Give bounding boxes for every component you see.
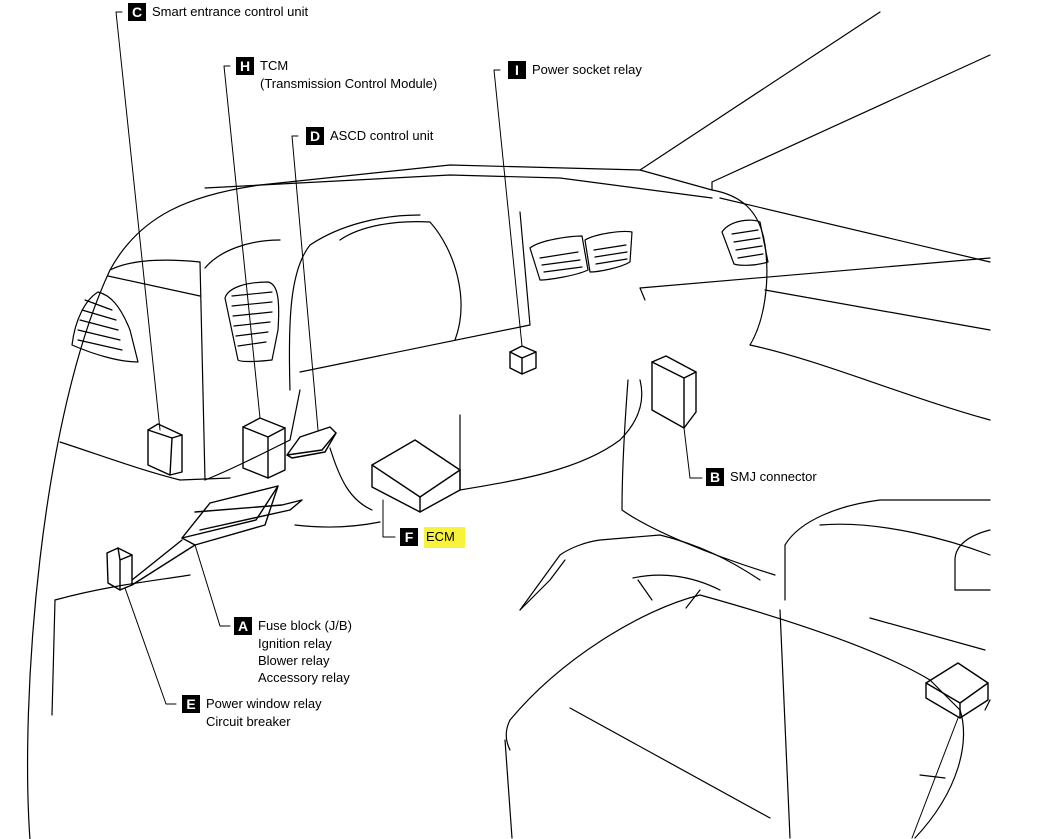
badge-d: D xyxy=(306,127,324,145)
badge-e: E xyxy=(182,695,200,713)
badge-a: A xyxy=(234,617,252,635)
windshield-outline xyxy=(639,11,991,191)
label-h-text-2: (Transmission Control Module) xyxy=(260,76,438,91)
label-c: C Smart entrance control unit xyxy=(128,3,308,21)
label-i: I Power socket relay xyxy=(508,61,642,79)
label-a-text-2: Ignition relay xyxy=(258,636,332,651)
badge-i: I xyxy=(508,61,526,79)
label-e-text-2: Circuit breaker xyxy=(206,714,291,729)
label-a: A Fuse block (J/B) Ignition relay Blower … xyxy=(234,617,352,686)
component-boxes xyxy=(106,345,989,719)
label-e-text-1: Power window relay xyxy=(206,696,322,711)
label-d-text: ASCD control unit xyxy=(330,128,434,143)
label-a-text-3: Blower relay xyxy=(258,653,330,668)
badge-b: B xyxy=(706,468,724,486)
label-a-text-4: Accessory relay xyxy=(258,670,350,685)
label-h: H TCM (Transmission Control Module) xyxy=(236,57,437,92)
label-b: B SMJ connector xyxy=(706,468,817,486)
label-f: F ECM xyxy=(400,527,465,548)
label-i-text: Power socket relay xyxy=(532,62,642,77)
console-outline xyxy=(504,379,991,839)
label-b-text: SMJ connector xyxy=(730,469,817,484)
label-d: D ASCD control unit xyxy=(306,127,433,145)
badge-c: C xyxy=(128,3,146,21)
badge-f: F xyxy=(400,528,418,546)
leader-lines xyxy=(115,11,959,839)
label-h-text-1: TCM xyxy=(260,58,289,73)
badge-h: H xyxy=(236,57,254,75)
label-f-text: ECM xyxy=(424,527,465,548)
label-c-text: Smart entrance control unit xyxy=(152,4,309,19)
dashboard-outline xyxy=(26,164,991,839)
label-e: E Power window relay Circuit breaker xyxy=(182,695,322,730)
label-a-text-1: Fuse block (J/B) xyxy=(258,618,352,633)
